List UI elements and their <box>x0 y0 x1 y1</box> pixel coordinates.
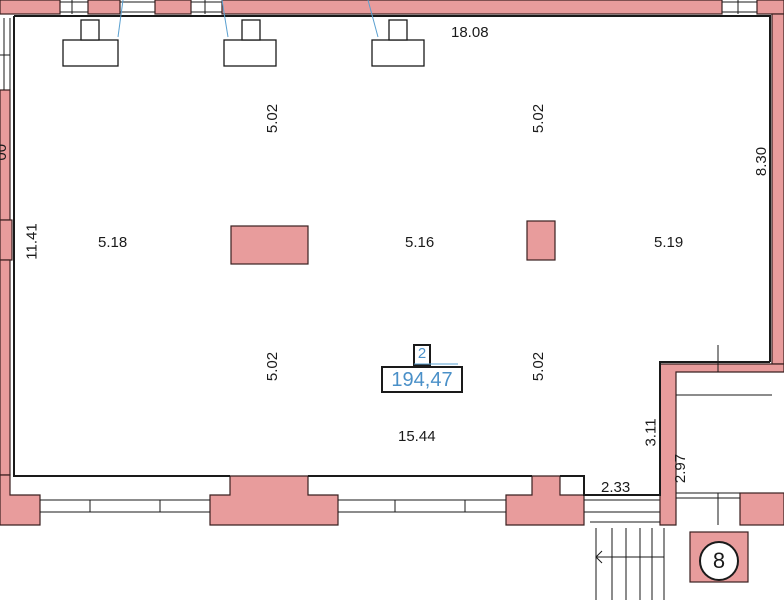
dim-upper-left-bay: 5.02 <box>264 103 282 134</box>
dim-col-right-span: 5.19 <box>654 234 684 251</box>
dim-top-width: 18.08 <box>451 24 489 41</box>
left-wall <box>0 18 13 476</box>
dim-col-mid-span: 5.16 <box>405 234 435 251</box>
dim-lower-right-bay: 5.02 <box>530 351 548 382</box>
column-icon <box>230 220 556 265</box>
dim-lower-left-bay: 5.02 <box>264 351 282 382</box>
stair-icon <box>590 521 665 600</box>
dim-right-height: 8.30 <box>753 146 771 177</box>
dim-col-left-span: 5.18 <box>98 234 128 251</box>
top-wall <box>0 0 784 15</box>
dim-vestibule-height: 3.11 <box>642 418 660 447</box>
bottom-wall <box>0 474 660 526</box>
dim-vestibule-width: 2.33 <box>601 479 631 496</box>
dim-bottom-width: 15.44 <box>398 428 436 445</box>
room-label-box <box>381 344 463 393</box>
dim-vestibule-inner: 2.97 <box>672 453 690 484</box>
room-area-label: 194,47 <box>391 369 453 391</box>
right-wall <box>771 13 784 365</box>
unit-number-label: 8 <box>712 548 726 573</box>
room-outline <box>13 15 771 496</box>
room-id-label: 2 <box>417 345 427 362</box>
circle-number-icon <box>689 531 749 583</box>
dim-upper-right-bay: 5.02 <box>530 103 548 134</box>
vestibule <box>659 345 784 526</box>
dim-left-height: 11.41 <box>23 223 41 260</box>
radiator-icon <box>62 0 425 67</box>
